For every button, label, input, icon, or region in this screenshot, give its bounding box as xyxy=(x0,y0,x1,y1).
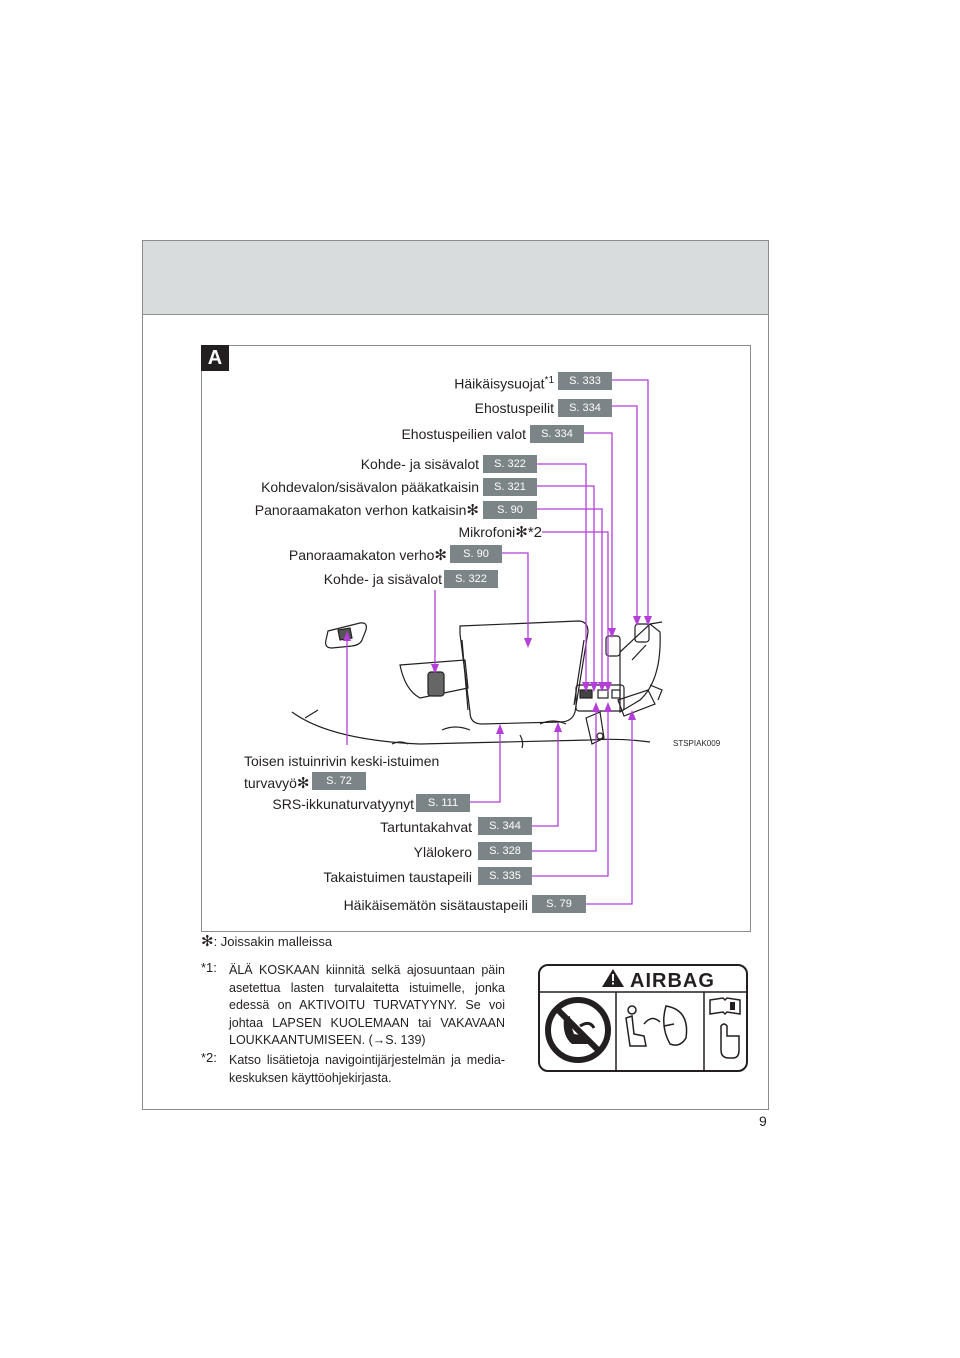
airbag-title: AIRBAG xyxy=(630,970,715,992)
footnote-mark: ✻ xyxy=(434,547,447,564)
footnote-mark: *2 xyxy=(201,1050,214,1065)
page-ref[interactable]: S. 90 xyxy=(450,545,502,563)
label-rear-seat-mirror: Takaistuimen taustapeili xyxy=(323,869,472,885)
label-sun-visors: Häikäisysuojat*1 xyxy=(454,372,554,393)
label-text: Häikäisysuojat xyxy=(454,375,545,392)
label-text: Mikrofoni xyxy=(458,524,516,540)
figure-letter: A xyxy=(201,345,229,371)
warning-triangle-icon xyxy=(602,969,624,987)
footnote-colon: : xyxy=(213,1050,217,1065)
page-ref[interactable]: S. 328 xyxy=(478,842,532,860)
page-ref[interactable]: S. 335 xyxy=(478,867,532,885)
footnote-mark: ✻ xyxy=(466,502,479,519)
note1-text: ÄLÄ KOSKAAN kiinnitä selkä ajosuuntaan p… xyxy=(229,963,505,1047)
page-ref[interactable]: S. 72 xyxy=(312,772,366,790)
label-rear-center-seatbelt-line1: Toisen istuinrivin keski-istuimen xyxy=(244,753,440,769)
page-ref[interactable]: S. 79 xyxy=(532,895,586,913)
airbag-label-graphic: AIRBAG xyxy=(540,969,746,1070)
label-microphone: Mikrofoni✻*2 xyxy=(458,523,542,542)
label-assist-grips: Tartuntakahvat xyxy=(380,819,472,835)
label-roof-shade-switch: Panoraamakaton verhon katkaisin✻ xyxy=(255,501,479,520)
label-main-switch: Kohdevalon/sisävalon pääkatkaisin xyxy=(261,479,479,495)
label-personal-interior-lights: Kohde- ja sisävalot xyxy=(360,456,479,472)
page-ref[interactable]: S. 344 xyxy=(478,817,532,835)
label-roof-shade: Panoraamakaton verho✻ xyxy=(289,546,447,565)
page-ref[interactable]: S. 334 xyxy=(530,425,584,443)
footnote-colon: : xyxy=(213,960,217,975)
page-ref[interactable]: S. 90 xyxy=(483,501,537,519)
footnote-mark: ✻ xyxy=(296,775,310,792)
image-code: STSPIAK009 xyxy=(673,739,721,748)
page-number: 9 xyxy=(759,1113,767,1129)
footnote-some-models: ✻: Joissakin malleissa xyxy=(201,933,332,951)
label-vanity-lights: Ehostuspeilien valot xyxy=(401,426,526,442)
airbag-deploy-icon xyxy=(625,1005,688,1047)
label-text: Panoraamakaton verhon katkaisin xyxy=(254,502,467,518)
page-ref[interactable]: S. 322 xyxy=(483,455,537,473)
label-text: Panoraamakaton verho xyxy=(288,547,435,563)
page-ref[interactable]: S. 321 xyxy=(483,478,537,496)
figure-box xyxy=(201,345,751,932)
label-curtain-airbags: SRS-ikkunaturvatyynyt xyxy=(272,796,414,812)
page-ref[interactable]: S. 322 xyxy=(444,570,498,588)
footnote-mark: *1 xyxy=(544,375,554,386)
page-ref[interactable]: S. 111 xyxy=(416,794,470,812)
no-rear-facing-child-seat-icon xyxy=(545,997,611,1063)
footnote-mark: ✻ xyxy=(201,933,214,950)
note2-text: Katso lisätietoja navigointijärjestelmän… xyxy=(229,1053,505,1085)
read-manual-icon xyxy=(709,997,741,1059)
note1-mark: *1: xyxy=(201,960,217,975)
note2-mark: *2: xyxy=(201,1050,217,1065)
airbag-warning-label: AIRBAG xyxy=(538,964,748,1072)
footnote-text: : Joissakin malleissa xyxy=(213,934,333,949)
footnote-mark: ✻*2 xyxy=(515,524,542,541)
label-inside-rear-view-mirror: Häikäisemätön sisätaustapeili xyxy=(343,897,528,913)
label-vanity-mirrors: Ehostuspeilit xyxy=(474,400,554,416)
page-ref[interactable]: S. 334 xyxy=(558,399,612,417)
footnote-mark: *1 xyxy=(201,960,214,975)
label-rear-center-seatbelt-line2: turvavyö✻ xyxy=(244,774,310,793)
label-text: turvavyö xyxy=(244,775,297,791)
label-overhead-console: Ylälokero xyxy=(413,844,472,860)
header-band xyxy=(143,241,768,315)
label-personal-interior-lights-2: Kohde- ja sisävalot xyxy=(323,571,442,587)
page-ref[interactable]: S. 333 xyxy=(558,372,612,390)
